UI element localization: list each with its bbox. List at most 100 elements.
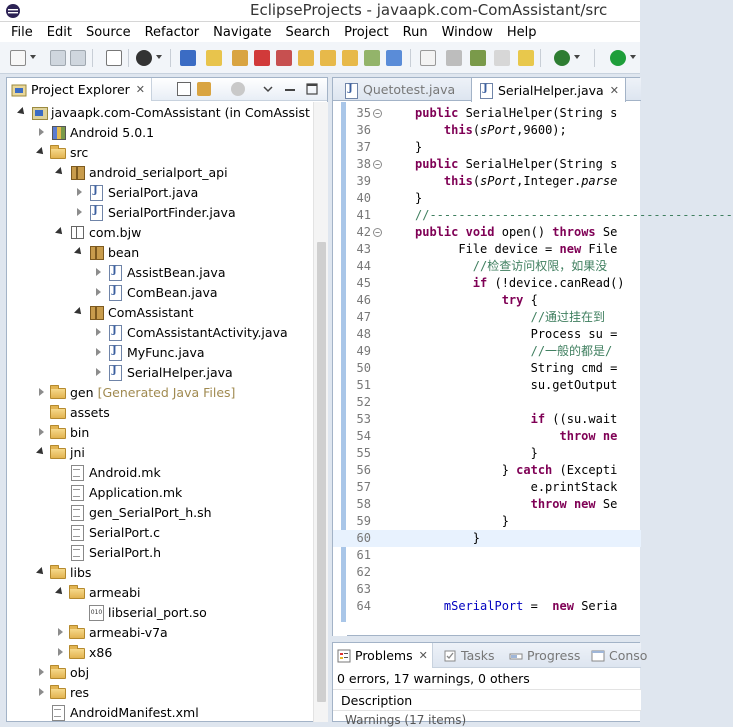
fold-toggle-icon[interactable]: − [373,160,382,169]
tree-item[interactable]: com.bjw [55,222,141,242]
code-line[interactable]: 51 su.getOutput [333,377,641,394]
tree-item[interactable]: SerialPortFinder.java [74,202,236,222]
run-dropdown-caret-icon[interactable] [630,55,636,59]
collapsed-arrow-icon[interactable] [36,687,46,697]
collapsed-arrow-icon[interactable] [93,367,103,377]
code-line[interactable]: 54 throw ne [333,428,641,445]
code-line[interactable]: 57 e.printStack [333,479,641,496]
code-line[interactable]: 36 this(sPort,9600); [333,122,641,139]
tree-item[interactable]: ComBean.java [93,282,218,302]
code-line[interactable]: 56 } catch (Excepti [333,462,641,479]
expanded-arrow-icon[interactable] [17,107,27,117]
tree-item[interactable]: SerialPort.c [55,522,160,542]
collapsed-arrow-icon[interactable] [93,287,103,297]
new-icon[interactable] [10,50,26,66]
expanded-arrow-icon[interactable] [55,227,65,237]
code-line[interactable]: 39 this(sPort,Integer.parse [333,173,641,190]
save-icon[interactable] [50,50,66,66]
collapsed-arrow-icon[interactable] [55,627,65,637]
expanded-arrow-icon[interactable] [55,587,65,597]
code-line[interactable]: 64 mSerialPort = new Seria [333,598,641,615]
step-return-icon[interactable] [342,50,358,66]
view-menu-icon[interactable] [231,82,245,96]
tree-item[interactable]: AndroidManifest.xml [36,702,199,722]
code-line[interactable]: 40} [333,190,641,207]
menu-run[interactable]: Run [402,24,428,40]
expanded-arrow-icon[interactable] [36,567,46,577]
chevron-down-icon[interactable] [261,82,275,96]
menu-source[interactable]: Source [85,24,131,40]
expanded-arrow-icon[interactable] [36,147,46,157]
code-line[interactable]: 55 } [333,445,641,462]
tab-problems[interactable]: Problems ✕ [333,643,433,668]
description-column-header[interactable]: Description [341,693,413,708]
collapsed-arrow-icon[interactable] [93,327,103,337]
menu-project[interactable]: Project [344,24,389,40]
tree-item[interactable]: Application.mk [55,482,182,502]
code-line[interactable]: 48 Process su = [333,326,641,343]
tree-item[interactable]: javaapk.com-ComAssistant (in ComAssist [17,102,310,122]
debug-icon[interactable] [554,50,570,66]
menu-refactor[interactable]: Refactor [144,24,200,40]
expanded-arrow-icon[interactable] [36,447,46,457]
save-all-icon[interactable] [70,50,86,66]
tab-tasks[interactable]: Tasks [439,643,499,668]
tab-progress[interactable]: Progress [505,643,584,668]
fold-toggle-icon[interactable]: − [373,228,382,237]
tree-item[interactable]: SerialHelper.java [93,362,233,382]
sdk-dropdown-caret-icon[interactable] [156,55,162,59]
collapsed-arrow-icon[interactable] [93,267,103,277]
code-line[interactable]: 52 [333,394,641,411]
tree-item[interactable]: bin [36,422,89,442]
drop-to-frame-icon[interactable] [364,50,380,66]
tree-item[interactable]: obj [36,662,89,682]
binary-icon[interactable] [106,50,122,66]
step-over-icon[interactable] [320,50,336,66]
device-icon[interactable] [180,50,196,66]
code-line[interactable]: 62 [333,564,641,581]
tree-item[interactable]: ComAssistant [74,302,194,322]
tree-item[interactable]: libs [36,562,91,582]
collapsed-arrow-icon[interactable] [36,427,46,437]
explorer-scrollbar[interactable] [313,102,328,722]
collapsed-arrow-icon[interactable] [74,187,84,197]
menu-window[interactable]: Window [441,24,493,40]
step-into-icon[interactable] [298,50,314,66]
code-line[interactable]: 60 } [333,530,641,547]
text-file-icon[interactable] [420,50,436,66]
tree-item[interactable]: libserial_port.so [74,602,207,622]
code-line[interactable]: 37} [333,139,641,156]
new-dropdown-caret-icon[interactable] [30,55,36,59]
code-line[interactable]: 42−public void open() throws Se [333,224,641,241]
expanded-arrow-icon[interactable] [74,247,84,257]
format-icon[interactable] [494,50,510,66]
tab-serialhelper-java[interactable]: SerialHelper.java ✕ [471,78,626,102]
tree-item[interactable]: gen[Generated Java Files] [36,382,235,402]
tree-item[interactable]: SerialPort.h [55,542,161,562]
terminate-icon[interactable] [254,50,270,66]
tab-console[interactable]: Conso [587,643,651,668]
tree-item[interactable]: Android 5.0.1 [36,122,154,142]
code-line[interactable]: 46 try { [333,292,641,309]
tree-item[interactable]: Android.mk [55,462,161,482]
expanded-arrow-icon[interactable] [74,307,84,317]
tree-item[interactable]: assets [36,402,110,422]
code-line[interactable]: 38−public SerialHelper(String s [333,156,641,173]
tree-item[interactable]: SerialPort.java [74,182,198,202]
code-line[interactable]: 41//------------------------------------… [333,207,733,224]
code-line[interactable]: 63 [333,581,641,598]
suspend-icon[interactable] [232,50,248,66]
minimize-icon[interactable] [283,82,297,96]
collapsed-arrow-icon[interactable] [55,647,65,657]
expanded-arrow-icon[interactable] [55,167,65,177]
tree-item[interactable]: AssistBean.java [93,262,225,282]
close-icon[interactable]: ✕ [418,649,428,662]
scrollbar-thumb[interactable] [317,242,326,702]
tree-item[interactable]: bean [74,242,139,262]
android-sdk-icon[interactable] [136,50,152,66]
breakpoint-icon[interactable] [446,50,462,66]
tree-item[interactable]: res [36,682,89,702]
collapsed-arrow-icon[interactable] [93,347,103,357]
code-line[interactable]: 43 File device = new File [333,241,641,258]
code-line[interactable]: 45 if (!device.canRead() [333,275,641,292]
